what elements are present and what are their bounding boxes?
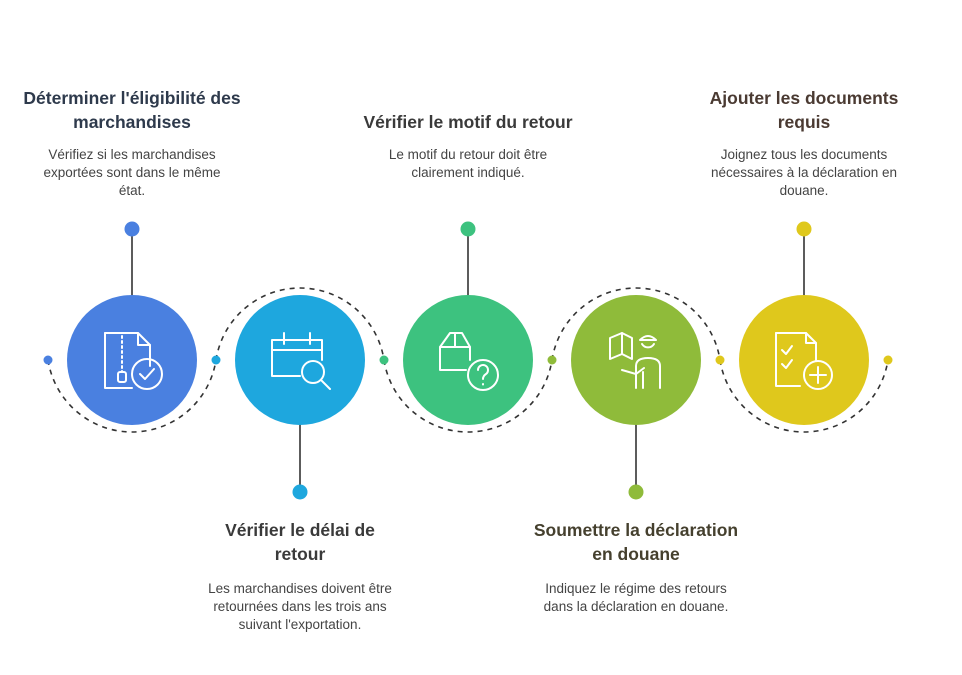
step-5-circle — [739, 295, 869, 425]
step-5-description: Joignez tous les documents nécessaires à… — [710, 147, 898, 198]
stem-end-dot — [796, 221, 812, 237]
stem-end-dot — [124, 221, 140, 237]
dashed-connector-arc-5 — [719, 359, 889, 433]
step-4-description: Indiquez le régime des retours dans la d… — [543, 581, 729, 614]
stem-end-dot — [460, 221, 476, 237]
step-3-text: Vérifier le motif du retour Le motif du … — [358, 110, 578, 182]
step-1-description: Vérifiez si les marchandises exportées s… — [43, 147, 221, 198]
customs-officer-icon — [609, 332, 661, 389]
document-add-icon — [775, 332, 833, 390]
stem-end-dot — [628, 484, 644, 500]
calendar-search-icon — [271, 332, 331, 390]
step-5-title: Ajouter les documents requis — [709, 88, 899, 132]
step-2-description: Les marchandises doivent être retournées… — [208, 581, 392, 632]
junction-dot — [379, 355, 389, 365]
step-4-circle — [571, 295, 701, 425]
step-1-text: Déterminer l'éligibilité des marchandise… — [22, 86, 242, 200]
step-4-title: Soumettre la déclaration en douane — [533, 520, 739, 564]
step-5-text: Ajouter les documents requis Joignez tou… — [694, 86, 914, 200]
dashed-connector-arc-1 — [47, 359, 217, 433]
junction-dot — [715, 355, 725, 365]
step-4-text: Soumettre la déclaration en douane Indiq… — [516, 518, 756, 616]
step-2-title: Vérifier le délai de retour — [225, 520, 375, 564]
junction-dot — [547, 355, 557, 365]
box-question-icon — [439, 332, 499, 391]
step-1-circle — [67, 295, 197, 425]
junction-dot — [883, 355, 893, 365]
stem-end-dot — [292, 484, 308, 500]
step-2-text: Vérifier le délai de retour Les marchand… — [192, 518, 408, 634]
step-1-title: Déterminer l'éligibilité des marchandise… — [23, 88, 241, 132]
step-3-title: Vérifier le motif du retour — [363, 112, 573, 132]
step-2-circle — [235, 295, 365, 425]
document-check-icon — [104, 332, 163, 390]
dashed-connector-arc-2 — [215, 287, 385, 361]
dashed-connector-arc-3 — [383, 359, 553, 433]
dashed-connector-arc-4 — [551, 287, 721, 361]
step-3-circle — [403, 295, 533, 425]
junction-dot — [43, 355, 53, 365]
step-3-description: Le motif du retour doit être clairement … — [388, 147, 548, 180]
junction-dot — [211, 355, 221, 365]
